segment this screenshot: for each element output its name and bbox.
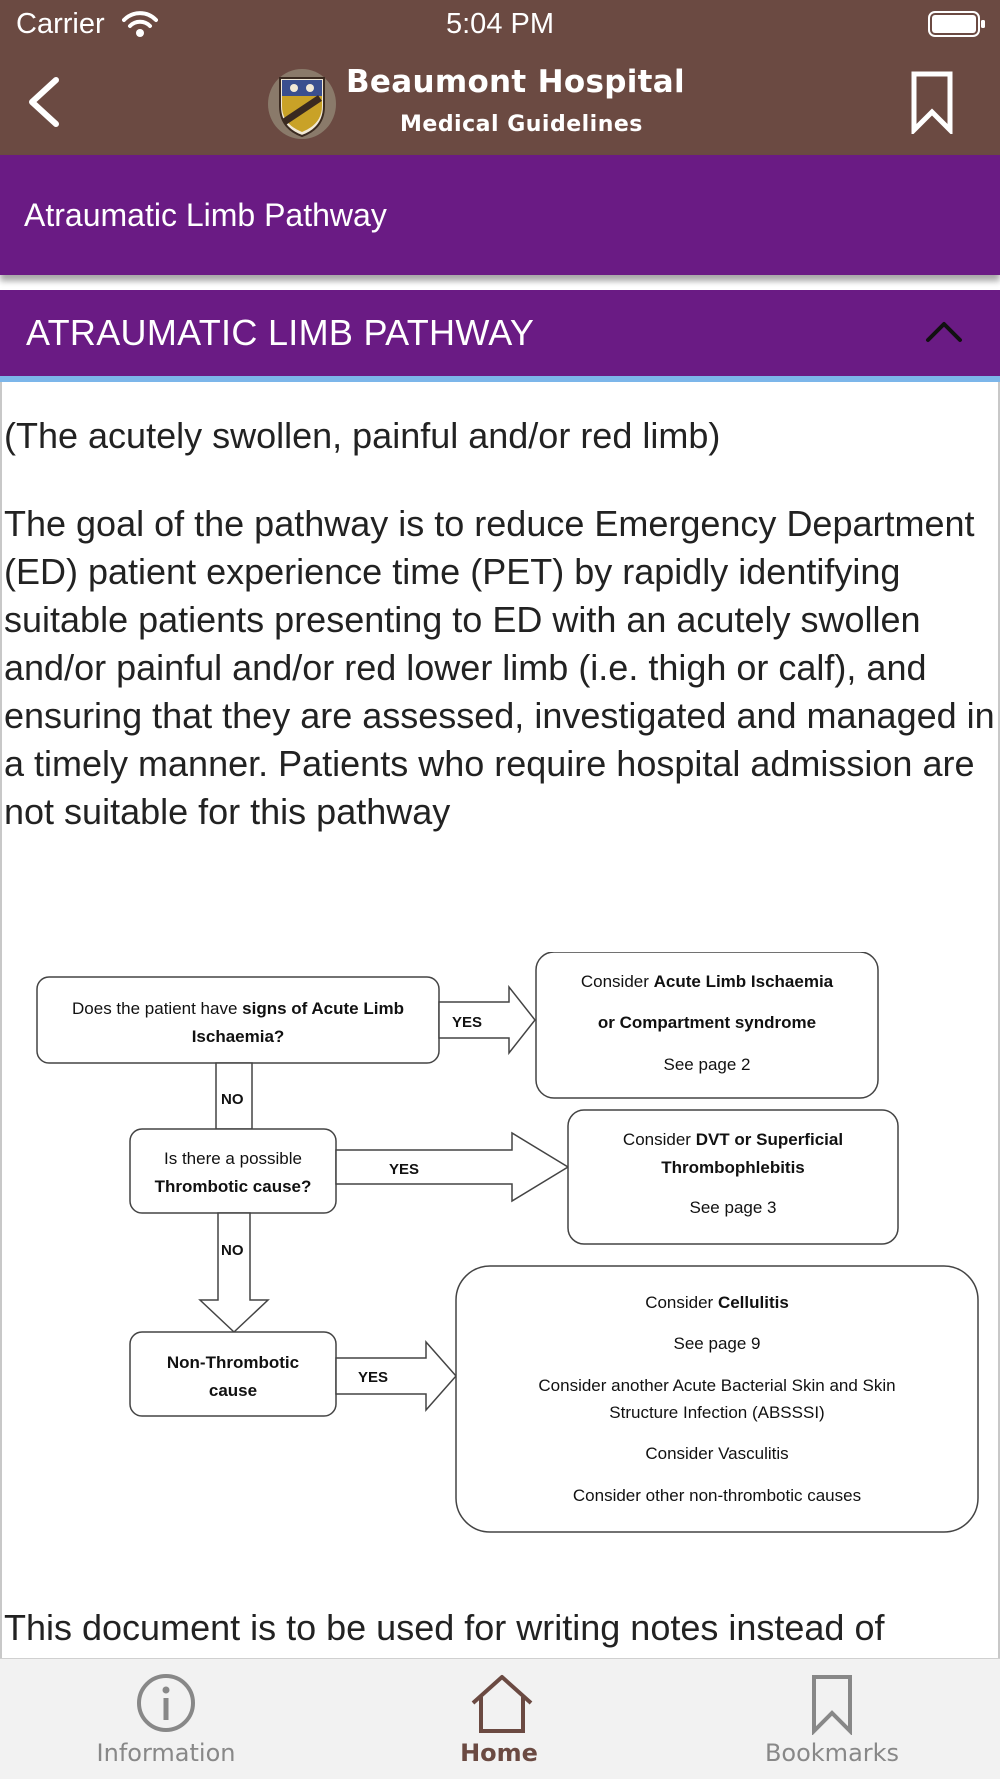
flow-q2-line2: Thrombotic cause? [155, 1177, 312, 1196]
flow-q3-line1: Non-Thrombotic [167, 1353, 299, 1372]
chevron-up-icon[interactable] [924, 318, 964, 344]
flow-q1-line1: Does the patient have signs of Acute Lim… [72, 999, 404, 1018]
flow-r3-line5: Consider Vasculitis [645, 1444, 788, 1463]
section-header[interactable]: ATRAUMATIC LIMB PATHWAY [0, 290, 1000, 382]
flow-arrow-yes-1 [438, 984, 536, 1056]
page-title: Atraumatic Limb Pathway [24, 197, 387, 233]
flow-box-r2 [567, 1109, 899, 1245]
tab-bookmarks[interactable]: Bookmarks [722, 1659, 942, 1779]
flow-q3-line2: cause [209, 1381, 257, 1400]
flow-no-1: NO [221, 1091, 244, 1108]
flow-no-2: NO [221, 1242, 244, 1259]
flow-r3-line3: Consider another Acute Bacterial Skin an… [538, 1376, 895, 1395]
tab-information[interactable]: Information [56, 1659, 276, 1779]
tab-information-label: Information [96, 1739, 236, 1767]
flow-r1-line3: See page 2 [664, 1055, 751, 1074]
status-carrier: Carrier [16, 8, 105, 40]
wifi-icon [122, 11, 158, 37]
flow-box-q2 [129, 1128, 337, 1214]
flow-arrow-yes-2 [335, 1131, 570, 1203]
tab-bar: Information Home Bookmarks [0, 1658, 1000, 1779]
flow-r3-line4: Structure Infection (ABSSSI) [609, 1403, 824, 1422]
flow-yes-3: YES [358, 1369, 388, 1386]
flow-arrow-yes-3 [335, 1340, 458, 1412]
flow-arrow-no-1 [215, 1062, 253, 1130]
flow-r2-line3: See page 3 [690, 1198, 777, 1217]
flow-q2-line1: Is there a possible [164, 1149, 302, 1168]
flow-box-q1 [36, 976, 440, 1064]
flow-yes-1: YES [452, 1014, 482, 1031]
flow-r3-line1: Consider Cellulitis [645, 1293, 789, 1312]
pathway-flowchart: Does the patient have signs of Acute Lim… [36, 952, 979, 1533]
app-header: Carrier 5:04 PM Beaumont Hospital Medica… [0, 0, 1000, 155]
section-intro: (The acutely swollen, painful and/or red… [4, 415, 721, 456]
section-title: ATRAUMATIC LIMB PATHWAY [26, 312, 535, 353]
page-title-bar: Atraumatic Limb Pathway [0, 155, 1000, 275]
flow-r3-line2: See page 9 [674, 1334, 761, 1353]
tab-bookmarks-label: Bookmarks [764, 1739, 900, 1767]
section-content: (The acutely swollen, painful and/or red… [0, 382, 1000, 1658]
tab-home-label: Home [460, 1739, 538, 1767]
flow-yes-2: YES [389, 1161, 419, 1178]
flow-r2-line1: Consider DVT or Superficial [623, 1130, 843, 1149]
home-icon [471, 1675, 533, 1733]
tab-home[interactable]: Home [389, 1659, 609, 1779]
section-trailing-text: This document is to be used for writing … [4, 1607, 885, 1648]
flow-r1-line2: or Compartment syndrome [598, 1013, 816, 1032]
flow-arrow-no-2 [198, 1212, 270, 1334]
flow-r3-line6: Consider other non-thrombotic causes [573, 1486, 861, 1505]
flow-box-r1 [535, 952, 879, 1099]
bookmark-icon [812, 1675, 852, 1735]
app-title: Beaumont Hospital [346, 64, 685, 100]
flow-r2-line2: Thrombophlebitis [661, 1158, 805, 1177]
battery-icon [928, 11, 985, 37]
status-time: 5:04 PM [446, 8, 554, 40]
flow-q1-line2: Ischaemia? [192, 1027, 285, 1046]
info-icon [137, 1674, 195, 1732]
flow-box-r3 [455, 1265, 979, 1533]
flow-box-q3 [129, 1331, 337, 1417]
hospital-crest-icon [268, 69, 336, 139]
flow-r1-line1: Consider Acute Limb Ischaemia [581, 972, 834, 991]
app-subtitle: Medical Guidelines [400, 112, 643, 137]
bookmark-icon[interactable] [910, 70, 954, 134]
section-body: The goal of the pathway is to reduce Eme… [4, 503, 995, 832]
back-icon[interactable] [22, 74, 72, 130]
